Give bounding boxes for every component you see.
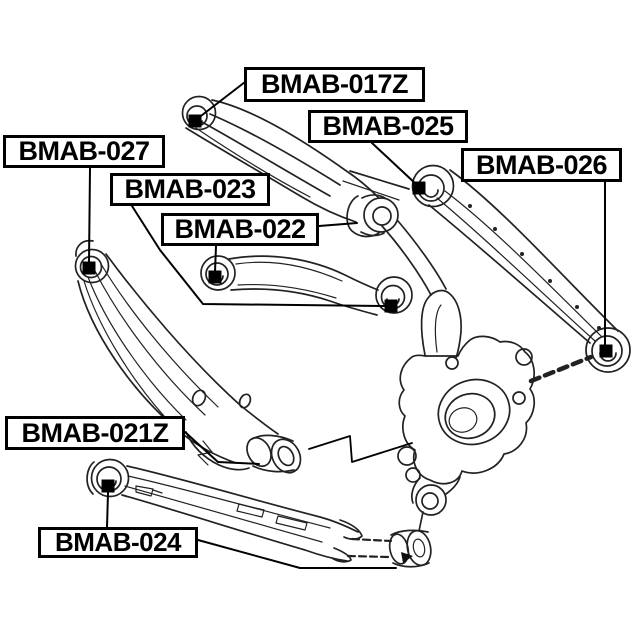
leader-bmab-021z-zigzag: [308, 435, 413, 463]
marker-bmab-022: [208, 270, 222, 284]
marker-bmab-026: [599, 344, 613, 358]
bushing-markers: [82, 114, 613, 493]
label-bmab-026: BMAB-026: [461, 148, 622, 182]
label-bmab-024: BMAB-024: [38, 527, 198, 558]
leader-lines: [88, 81, 606, 569]
leader-bmab-027: [88, 167, 91, 264]
marker-bmab-024: [101, 479, 115, 493]
arm-rivet-dots: [468, 204, 601, 330]
leader-bmab-021z: [184, 431, 260, 465]
marker-bmab-017z: [188, 114, 202, 128]
leader-bmab-022-down: [214, 245, 217, 273]
upper-camber-arm-drawing: [181, 95, 447, 296]
leader-bmab-025: [371, 142, 418, 186]
toe-link-bushing-drawing: [388, 529, 432, 568]
label-bmab-022: BMAB-022: [161, 213, 319, 246]
label-bmab-021z: BMAB-021Z: [5, 416, 185, 450]
leader-bmab-024-down: [106, 492, 109, 528]
leader-bmab-017z: [196, 81, 246, 120]
lower-arm-drawing: [86, 458, 393, 563]
label-bmab-017z: BMAB-017Z: [244, 67, 425, 102]
label-bmab-023: BMAB-023: [110, 173, 270, 206]
leader-bmab-024-right: [197, 539, 397, 569]
marker-bmab-027: [82, 261, 96, 275]
label-bmab-025: BMAB-025: [308, 110, 468, 143]
leader-bmab-023: [131, 205, 387, 307]
track-control-arm-drawing: [411, 164, 631, 373]
knuckle-drawing: [397, 289, 594, 532]
leader-bmab-022-right: [318, 222, 358, 227]
trailing-arm-drawing: [74, 239, 302, 474]
marker-bmab-023: [384, 299, 398, 313]
label-bmab-027: BMAB-027: [3, 135, 165, 168]
marker-bmab-025: [412, 181, 426, 195]
